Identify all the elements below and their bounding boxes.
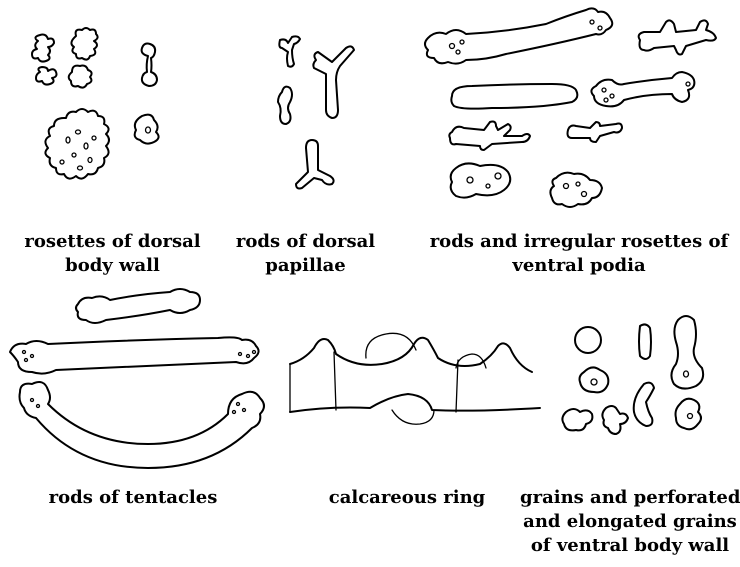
podia-rod-irregular xyxy=(449,122,530,151)
tentacle-rod-dots xyxy=(23,351,256,362)
grain-irregular-2 xyxy=(602,406,628,434)
grain-oval xyxy=(575,327,601,353)
rod-bent xyxy=(278,87,292,124)
caption-rosettes: rosettes of dorsal body wall xyxy=(0,230,225,278)
rosette-small-3 xyxy=(36,67,57,85)
rod-dumbbell xyxy=(142,44,157,87)
tentacle-curved-dots xyxy=(31,399,246,414)
rosette-small-4 xyxy=(69,66,92,88)
podia-rosette-perforations xyxy=(467,173,501,188)
podia-rosette-right-perforations xyxy=(564,182,587,197)
rosette-large-perforations xyxy=(60,130,96,170)
tentacle-rod-curved xyxy=(20,382,265,468)
caption-podia: rods and irregular rosettes of ventral p… xyxy=(418,230,740,278)
papillae-rods-group xyxy=(278,36,354,188)
grain-perforation-3 xyxy=(688,414,693,419)
tentacle-rod-long xyxy=(10,337,259,373)
tentacle-rod-short xyxy=(76,289,200,323)
grain-irregular-3 xyxy=(634,383,654,426)
podia-rod-short xyxy=(568,122,623,142)
podia-rosette-left xyxy=(451,163,511,197)
grain-perforated-1 xyxy=(580,367,609,392)
rod-tri-base xyxy=(296,140,334,189)
caption-ring: calcareous ring xyxy=(302,486,512,510)
grain-perforation-1 xyxy=(684,371,689,377)
caption-papillae: rods of dorsal papillae xyxy=(228,230,383,278)
tentacle-rods-group xyxy=(10,289,264,468)
rosette-small-1 xyxy=(32,35,54,62)
ring-lower-lobe xyxy=(392,410,434,424)
calcareous-ring xyxy=(290,333,540,424)
caption-tentacles: rods of tentacles xyxy=(28,486,238,510)
podia-rod-smooth xyxy=(451,84,577,109)
caption-grains: grains and perforated and elongated grai… xyxy=(520,486,740,558)
rosettes-group xyxy=(32,28,159,179)
ring-outline xyxy=(290,338,532,372)
podia-rosette-right xyxy=(550,173,602,207)
podia-rod-branched xyxy=(639,20,716,54)
podia-group xyxy=(425,8,716,207)
rosette-small-2 xyxy=(71,28,97,60)
grain-irregular-1 xyxy=(562,409,592,430)
grain-elongated-1 xyxy=(639,324,651,359)
rod-y-large xyxy=(313,46,354,118)
grains-group xyxy=(562,316,703,434)
podia-rod-perforations xyxy=(450,20,603,54)
ring-inner-arc-1 xyxy=(366,333,416,358)
rod-tri-small xyxy=(279,36,300,66)
rosette-perforated-small xyxy=(135,115,159,144)
grain-perforation-2 xyxy=(591,379,597,385)
rosette-perforation xyxy=(146,127,151,133)
ring-base xyxy=(290,394,540,412)
podia-rod-long xyxy=(425,8,612,63)
grain-elongated-2 xyxy=(671,316,703,389)
ring-divider-1 xyxy=(334,352,336,410)
